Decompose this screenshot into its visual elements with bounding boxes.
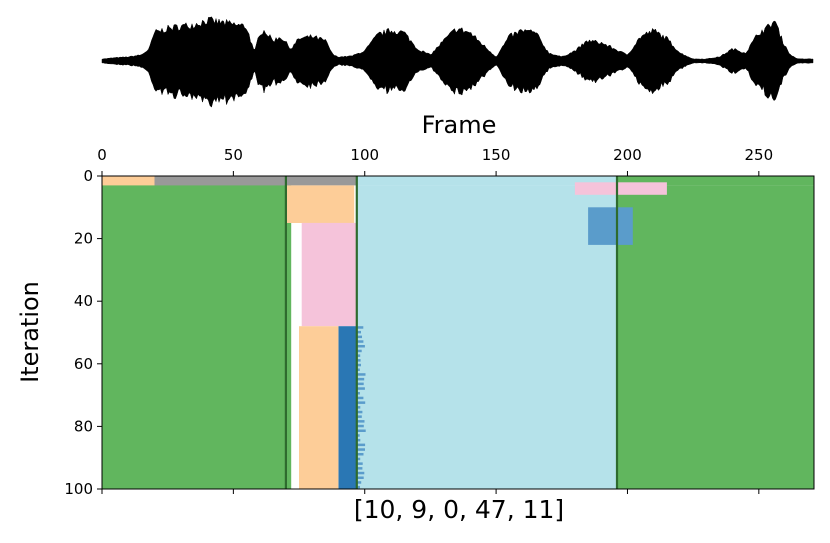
heatmap-segment-edge (356, 330, 361, 334)
heatmap-segment-edge (356, 340, 364, 343)
y-tick-label: 20 (74, 230, 93, 248)
heatmap-segment-edge (356, 345, 365, 348)
heatmap-segment (588, 207, 633, 245)
heatmap-segment-edge (356, 476, 364, 479)
heatmap-segment-edge (356, 467, 363, 470)
x-tick-label: 200 (613, 146, 642, 164)
y-tick-label: 60 (74, 355, 93, 373)
heatmap-segment (356, 176, 617, 186)
heatmap-segment-edge (356, 443, 366, 447)
heatmap-frame (101, 175, 815, 490)
heatmap-segment-edge (356, 485, 360, 489)
heatmap-segment-edge (356, 326, 364, 329)
axis-ticks: 0 50 100 150 200 250 0 20 40 60 80 100 (64, 146, 773, 498)
x-tick-label: 0 (97, 146, 107, 164)
heatmap-segment (299, 326, 339, 489)
y-tick-label: 80 (74, 417, 93, 435)
heatmap-segment-edge (356, 481, 362, 484)
heatmap-segment (338, 326, 357, 489)
heatmap-segment-edge (356, 349, 362, 353)
heatmap-segment-edge (356, 471, 365, 475)
figure-caption: [10, 9, 0, 47, 11] (354, 495, 564, 524)
heatmap-segment-edge (356, 457, 361, 461)
heatmap-segment (617, 185, 814, 489)
heatmap-segment-edge (356, 410, 363, 414)
heatmap-segment-edge (356, 434, 360, 437)
heatmap-segment-edge (356, 448, 365, 451)
heatmap-segment-edge (356, 363, 361, 367)
y-axis-label: Iteration (16, 281, 44, 383)
heatmap-segment (102, 176, 155, 186)
heatmap-segment-edge (356, 368, 360, 371)
heatmap-segment-edge (356, 377, 365, 381)
heatmap-segment-edge (356, 354, 361, 357)
x-tick-label: 250 (745, 146, 774, 164)
x-tick-label: 50 (224, 146, 243, 164)
y-tick-label: 100 (64, 480, 93, 498)
waveform-panel (101, 16, 814, 108)
heatmap-segment-edge (356, 438, 361, 442)
heatmap-segment (154, 176, 357, 186)
heatmap-segment-edge (356, 373, 366, 376)
heatmap-segment (617, 176, 814, 186)
x-axis-label: Frame (422, 111, 497, 139)
heatmap-segment-edge (356, 335, 362, 339)
heatmap-segment-edge (356, 429, 366, 432)
x-tick-label: 150 (482, 146, 511, 164)
heatmap-segment (285, 185, 355, 223)
y-tick-label: 40 (74, 292, 93, 310)
heatmap-segment (102, 176, 292, 489)
heatmap-segment-edge (356, 401, 366, 404)
heatmap-segment (356, 185, 617, 489)
heatmap-segment-edge (356, 396, 364, 400)
heatmap-segment (574, 182, 667, 195)
heatmap-segment (301, 222, 357, 327)
heatmap-segment-edge (356, 382, 364, 386)
heatmap-segment-edge (356, 406, 361, 409)
heatmap-panel (102, 176, 814, 489)
x-tick-label: 100 (350, 146, 379, 164)
heatmap-segment-edge (356, 453, 364, 456)
heatmap-segment-edge (356, 387, 365, 390)
heatmap-segment-edge (356, 420, 365, 423)
y-tick-label: 0 (83, 167, 93, 185)
heatmap-segment-edge (356, 392, 360, 395)
heatmap-segment-edge (356, 415, 362, 418)
heatmap-segment-edge (356, 359, 361, 362)
heatmap-segment-edge (356, 462, 363, 465)
heatmap-segment-edge (356, 424, 364, 428)
waveform-envelope (101, 16, 814, 108)
